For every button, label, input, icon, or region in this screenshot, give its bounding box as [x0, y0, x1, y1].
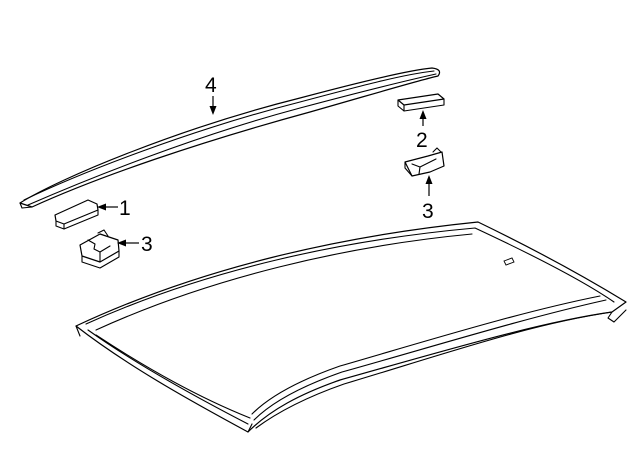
- callout-3-front-leader: [117, 239, 139, 247]
- clip-rear[interactable]: [404, 147, 445, 177]
- end-cap-rear[interactable]: [397, 93, 445, 112]
- callout-2-leader: [419, 110, 427, 126]
- callout-3-front-label: 3: [141, 233, 153, 256]
- callout-4-label: 4: [205, 74, 217, 97]
- callout-1-label: 1: [119, 197, 131, 220]
- clip-front[interactable]: [79, 229, 120, 269]
- callout-2-label: 2: [416, 129, 428, 152]
- end-cap-front[interactable]: [54, 199, 99, 230]
- roof-panel[interactable]: [75, 221, 627, 433]
- callout-1-leader: [97, 203, 118, 211]
- callout-3-rear-label: 3: [422, 200, 434, 223]
- callout-4-leader: [209, 96, 217, 115]
- callout-3-rear-leader: [425, 175, 433, 196]
- roof-rail-molding[interactable]: [19, 67, 441, 209]
